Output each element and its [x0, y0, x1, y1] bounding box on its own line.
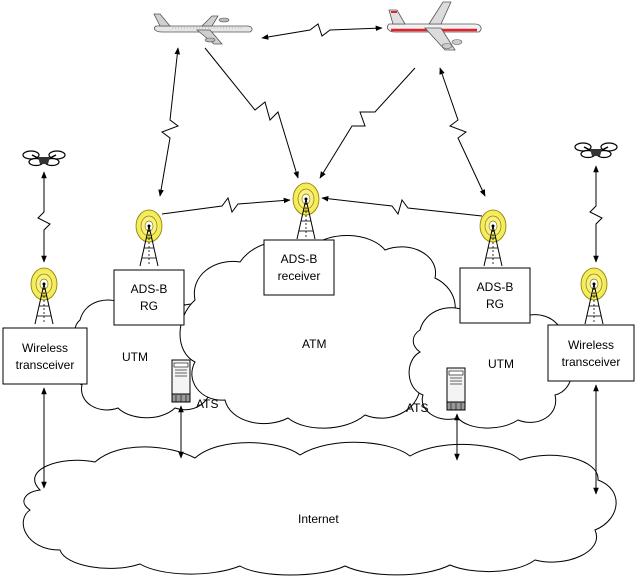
wireless-right-label-1: Wireless: [568, 338, 614, 352]
utm-left-label: UTM: [122, 350, 148, 364]
radio-antenna-icon: [30, 267, 58, 325]
drone-icon: [22, 150, 66, 167]
ads-b-receiver-box: [263, 239, 335, 296]
link-drone-left: [37, 171, 51, 263]
airplane-icon: [387, 1, 482, 51]
ats-right-label: ATS: [406, 401, 428, 415]
wireless-transceiver-right-box: [547, 324, 635, 382]
ats-left-label: ATS: [196, 397, 218, 411]
server-tower-icon: [446, 367, 466, 411]
link-aircraft-right-rg: [439, 67, 486, 197]
ads-b-rg-right-box: [459, 267, 531, 324]
link-drone-right: [589, 165, 603, 263]
wireless-left-label-1: Wireless: [22, 341, 68, 355]
utm-right-label: UTM: [488, 357, 514, 371]
server-tower-icon: [171, 359, 191, 403]
link-aircraft-left-receiver: [204, 47, 299, 179]
internet-label: Internet: [298, 512, 339, 526]
atm-label: ATM: [302, 337, 326, 351]
radio-antenna-icon: [580, 267, 608, 325]
drone-icon: [574, 142, 618, 159]
wireless-transceiver-left-box: [2, 327, 88, 385]
link-aircraft-aircraft: [261, 23, 383, 40]
ads-b-receiver-label-1: ADS-B: [281, 252, 318, 266]
ads-b-rg-right-label-1: ADS-B: [477, 280, 514, 294]
ads-b-rg-left-label-2: RG: [140, 299, 158, 313]
link-aircraft-right-receiver: [319, 67, 416, 179]
ads-b-rg-left-box: [113, 269, 185, 326]
radio-antenna-icon: [479, 209, 507, 267]
internet-cloud: [22, 441, 617, 576]
link-left-rg-receiver: [161, 196, 291, 215]
radio-antenna-icon: [135, 209, 163, 267]
airplane-icon: [153, 13, 253, 45]
wireless-right-label-2: transceiver: [562, 355, 621, 369]
wireless-left-label-2: transceiver: [16, 358, 75, 372]
ads-b-rg-right-label-2: RG: [486, 297, 504, 311]
link-aircraft-left-rg: [158, 47, 181, 197]
ads-b-receiver-label-2: receiver: [278, 269, 321, 283]
link-right-rg-receiver: [321, 195, 483, 217]
ads-b-rg-left-label-1: ADS-B: [131, 282, 168, 296]
radio-antenna-icon: [292, 182, 320, 240]
